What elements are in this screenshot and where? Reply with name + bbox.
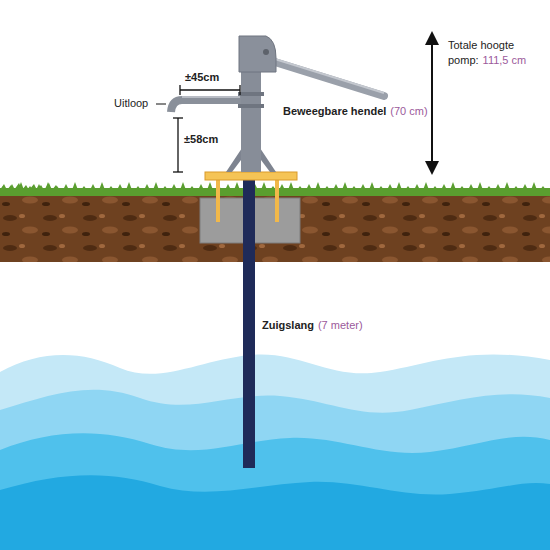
dimension-label: ±58cm bbox=[184, 133, 218, 145]
label-group: ±58cm bbox=[184, 132, 218, 147]
dimension-label: 111,5 cm bbox=[483, 54, 527, 66]
label-group: Zuigslang (7 meter) bbox=[262, 318, 363, 333]
base-plate bbox=[205, 172, 297, 180]
spout bbox=[171, 100, 242, 112]
dimension-label: Uitloop bbox=[114, 97, 148, 109]
dimension-label: (7 meter) bbox=[318, 319, 363, 331]
pump-head bbox=[239, 36, 276, 72]
water bbox=[0, 390, 550, 550]
dimension-label: (70 cm) bbox=[390, 105, 427, 117]
label-group: Beweegbare hendel (70 cm) bbox=[283, 104, 428, 119]
height-arrow bbox=[431, 38, 433, 168]
label-group: ±45cm bbox=[185, 70, 219, 85]
pump-handle bbox=[262, 58, 384, 96]
pump-column bbox=[241, 60, 261, 172]
dimension-line bbox=[177, 118, 178, 172]
dimension-line bbox=[180, 89, 240, 90]
dimension-label: ±45cm bbox=[185, 71, 219, 83]
label-group: Totale hoogte pomp:111,5 cm bbox=[448, 38, 540, 68]
dimension-label: Beweegbare hendel bbox=[283, 105, 386, 117]
water bbox=[0, 475, 550, 550]
suction-hose bbox=[243, 180, 255, 468]
dimension-label: Zuigslang bbox=[262, 319, 314, 331]
water bbox=[0, 433, 550, 550]
label-group: Uitloop bbox=[114, 96, 148, 111]
water bbox=[0, 354, 550, 550]
